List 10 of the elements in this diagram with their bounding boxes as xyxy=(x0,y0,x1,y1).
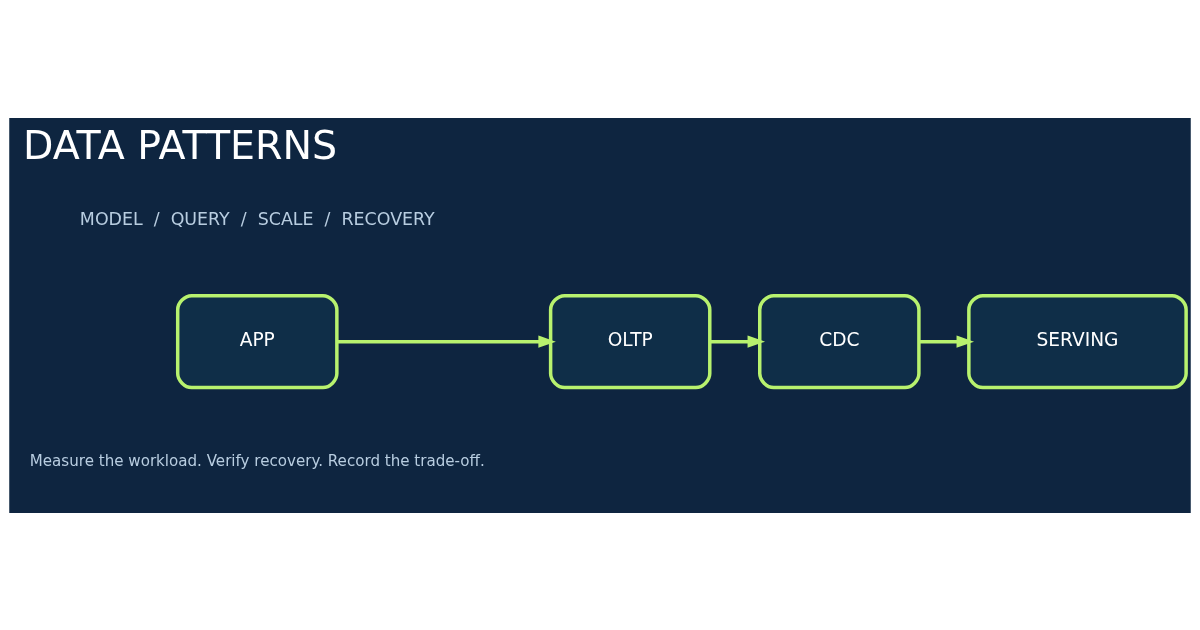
arrow xyxy=(709,335,765,348)
node-box: SERVING xyxy=(967,293,1188,389)
label: Measure the workload. Verify recovery. Record the trade-off. xyxy=(29,451,485,470)
arrow xyxy=(919,335,974,348)
diagram-title: DATA PATTERNS xyxy=(22,121,338,168)
node-box: OLTP xyxy=(548,293,712,389)
label: MODEL / QUERY / SCALE / RECOVERY xyxy=(79,208,435,229)
arrow xyxy=(337,335,556,348)
node-box: CDC xyxy=(758,293,921,389)
node-box: APP xyxy=(175,293,339,389)
